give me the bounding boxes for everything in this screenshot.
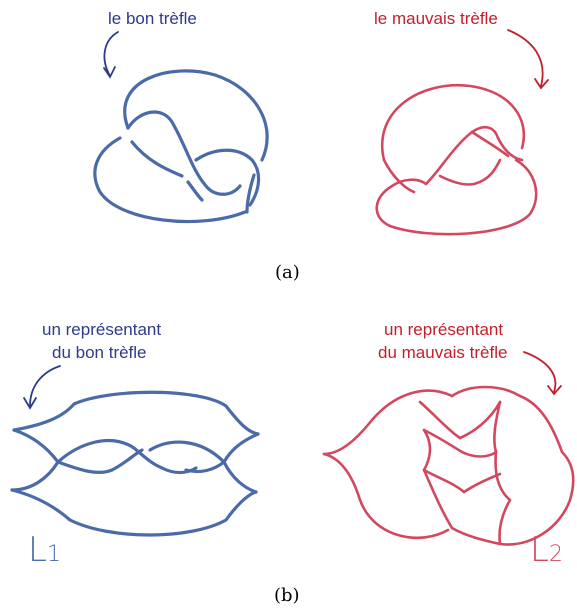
link-name-l2: L2 (530, 530, 563, 570)
bad-trefoil-label: le mauvais trèfle (374, 9, 498, 28)
link-name-l1-letter: L (28, 530, 47, 570)
good-trefoil-knot (93, 69, 269, 224)
bad-trefoil-knot (375, 83, 538, 236)
link-l1 (10, 390, 260, 537)
arrow-to-good-trefoil (103, 31, 119, 79)
link-name-l2-letter: L (530, 530, 549, 570)
bad-representative-label-line2: du mauvais trèfle (378, 343, 508, 362)
link-name-l1: L1 (28, 530, 61, 570)
arrow-to-bad-trefoil (507, 29, 549, 90)
link-name-l2-index: 2 (548, 542, 563, 567)
good-representative-label-line1: un représentant (42, 320, 162, 339)
bad-representative-label-line1: un représentant (384, 320, 504, 339)
caption-a: (a) (275, 262, 300, 283)
caption-b: (b) (274, 585, 300, 606)
good-trefoil-label: le bon trèfle (108, 9, 197, 28)
link-l2 (322, 385, 575, 546)
arrow-to-good-representative (23, 365, 61, 410)
link-name-l1-index: 1 (46, 542, 61, 567)
good-representative-label-line2: du bon trèfle (52, 343, 147, 362)
arrow-to-bad-representative (523, 351, 562, 396)
